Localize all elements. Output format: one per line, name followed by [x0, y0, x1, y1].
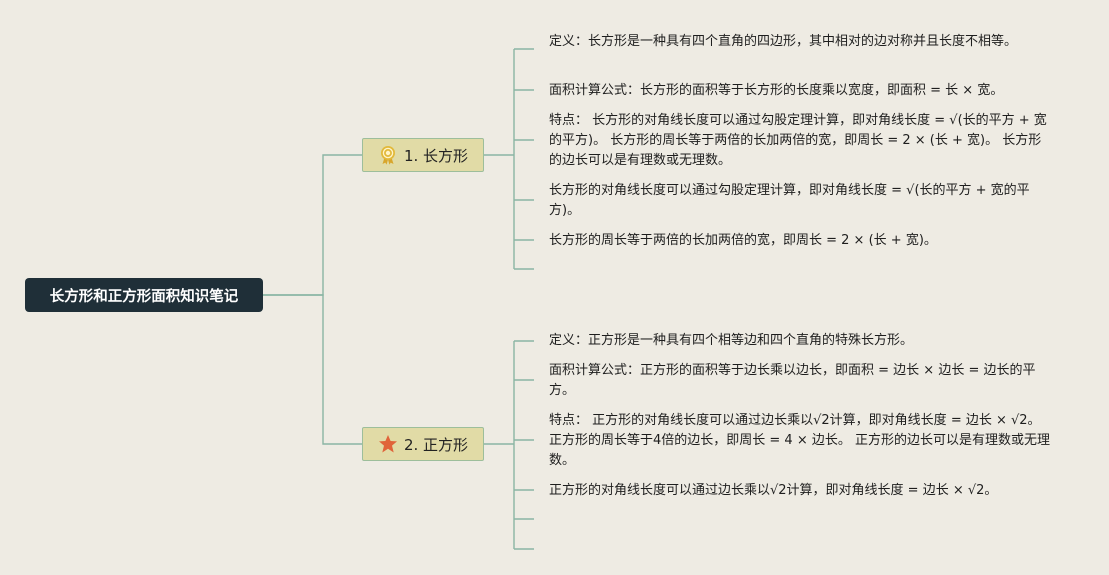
branch-square[interactable]: 2. 正方形: [362, 427, 484, 461]
root-topic-label: 长方形和正方形面积知识笔记: [49, 288, 239, 305]
root-topic[interactable]: 长方形和正方形面积知识笔记: [25, 278, 263, 312]
branch-rectangle-label: 1. 长方形: [403, 146, 469, 165]
note-square-features[interactable]: 特点： 正方形的对角线长度可以通过边长乘以√2计算，即对角线长度 = 边长 × …: [549, 413, 1050, 468]
connector-root-branch-1: [263, 154, 362, 296]
note-rectangle-area-formula[interactable]: 面积计算公式：长方形的面积等于长方形的长度乘以宽度，即面积 = 长 × 宽。: [549, 83, 1004, 98]
note-rectangle-features[interactable]: 特点： 长方形的对角线长度可以通过勾股定理计算，即对角线长度 = √(长的平方 …: [549, 113, 1047, 168]
note-square-definition[interactable]: 定义：正方形是一种具有四个相等边和四个直角的特殊长方形。: [549, 333, 914, 348]
connector-root-branch-2: [263, 294, 362, 445]
branch-square-label: 2. 正方形: [403, 435, 469, 454]
star-icon: [378, 434, 398, 454]
award-medal-icon: [378, 145, 398, 165]
note-square-area-formula[interactable]: 面积计算公式：正方形的面积等于边长乘以边长，即面积 = 边长 × 边长 = 边长…: [549, 363, 1036, 398]
note-square-diagonal[interactable]: 正方形的对角线长度可以通过边长乘以√2计算，即对角线长度 = 边长 × √2。: [549, 483, 998, 498]
note-rectangle-definition[interactable]: 定义：长方形是一种具有四个直角的四边形，其中相对的边对称并且长度不相等。: [549, 34, 1018, 49]
note-rectangle-perimeter[interactable]: 长方形的周长等于两倍的长加两倍的宽，即周长 = 2 × (长 + 宽)。: [549, 233, 937, 248]
note-rectangle-diagonal[interactable]: 长方形的对角线长度可以通过勾股定理计算，即对角线长度 = √(长的平方 + 宽的…: [549, 183, 1030, 218]
branch-rectangle[interactable]: 1. 长方形: [362, 138, 484, 172]
